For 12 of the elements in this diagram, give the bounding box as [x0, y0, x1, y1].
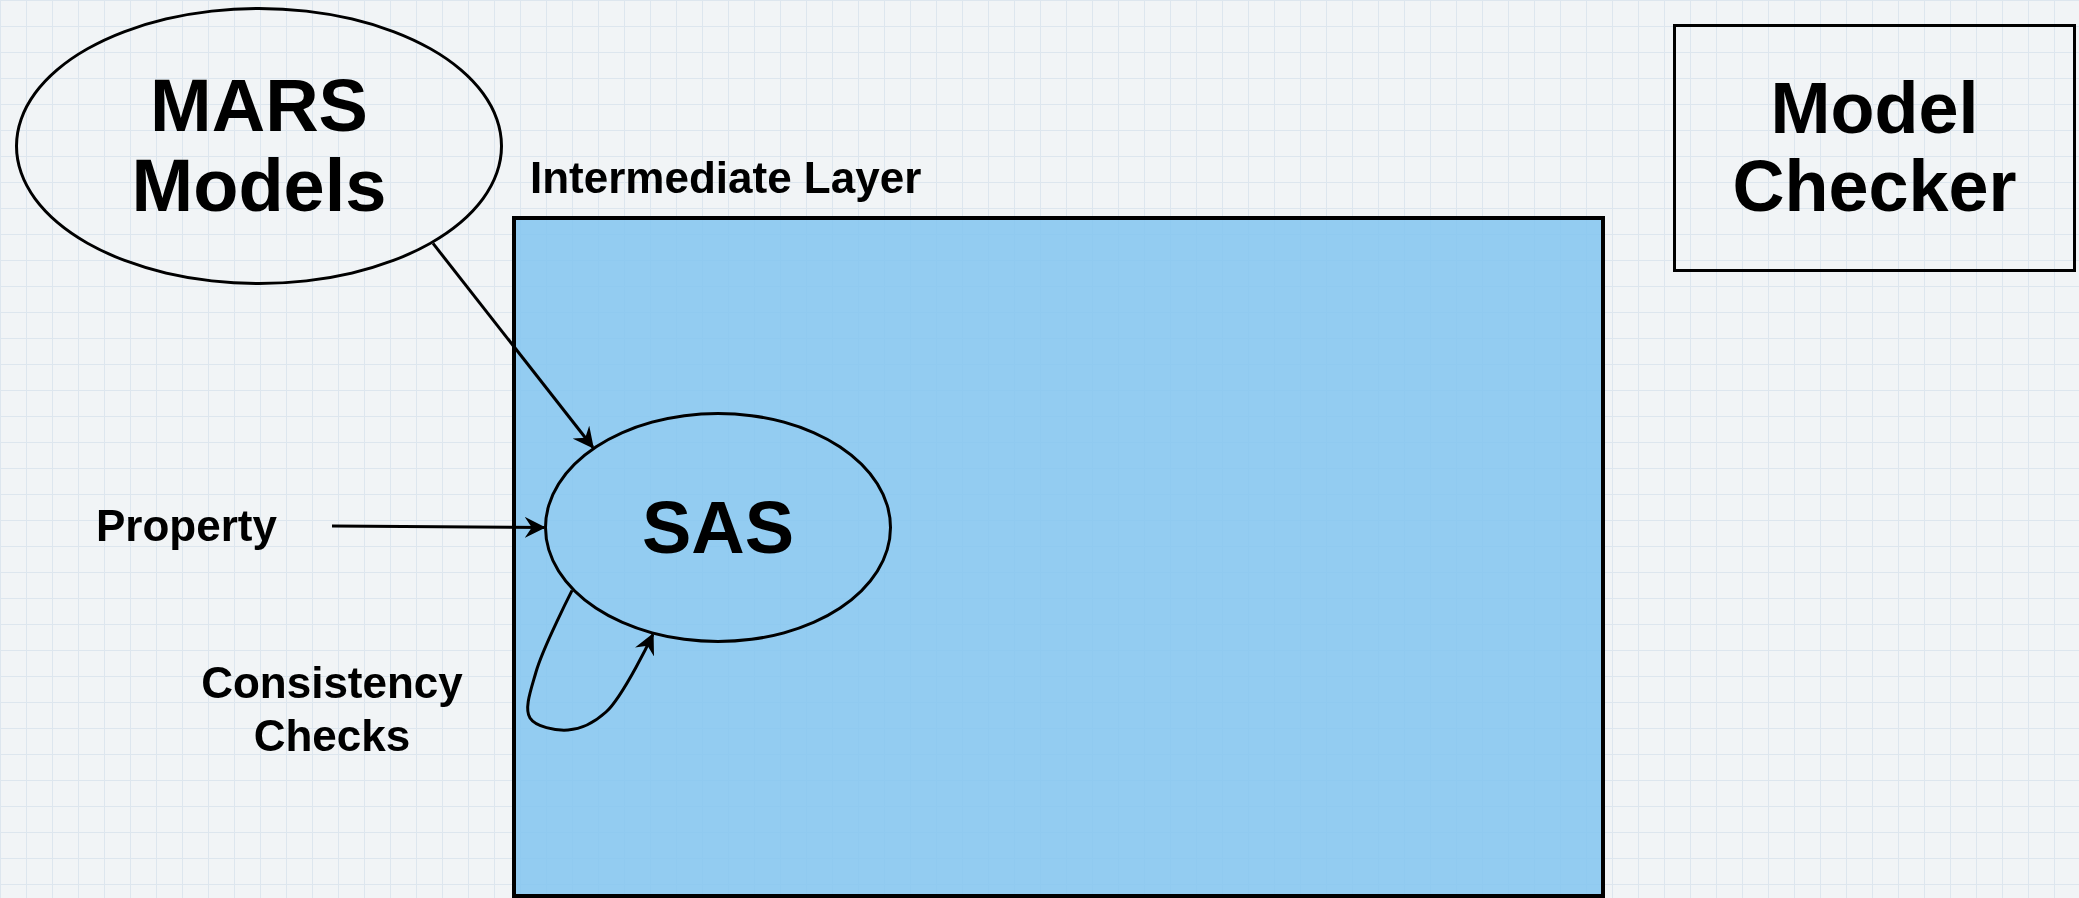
arrow: [332, 516, 546, 538]
process-box: [1673, 24, 2076, 272]
arrow: [526, 589, 655, 732]
ellipse-node: [15, 7, 503, 285]
layer-heading: Intermediate Layer: [530, 154, 922, 202]
node-label: Property: [96, 502, 277, 550]
node-label: MARS Models: [130, 66, 388, 226]
node-label: SAS: [641, 487, 795, 568]
arrow: [431, 242, 594, 449]
ellipse-node: [544, 412, 892, 643]
node-label: Model Checker: [1731, 70, 2018, 226]
edge-label: Consistency Checks: [200, 657, 464, 762]
